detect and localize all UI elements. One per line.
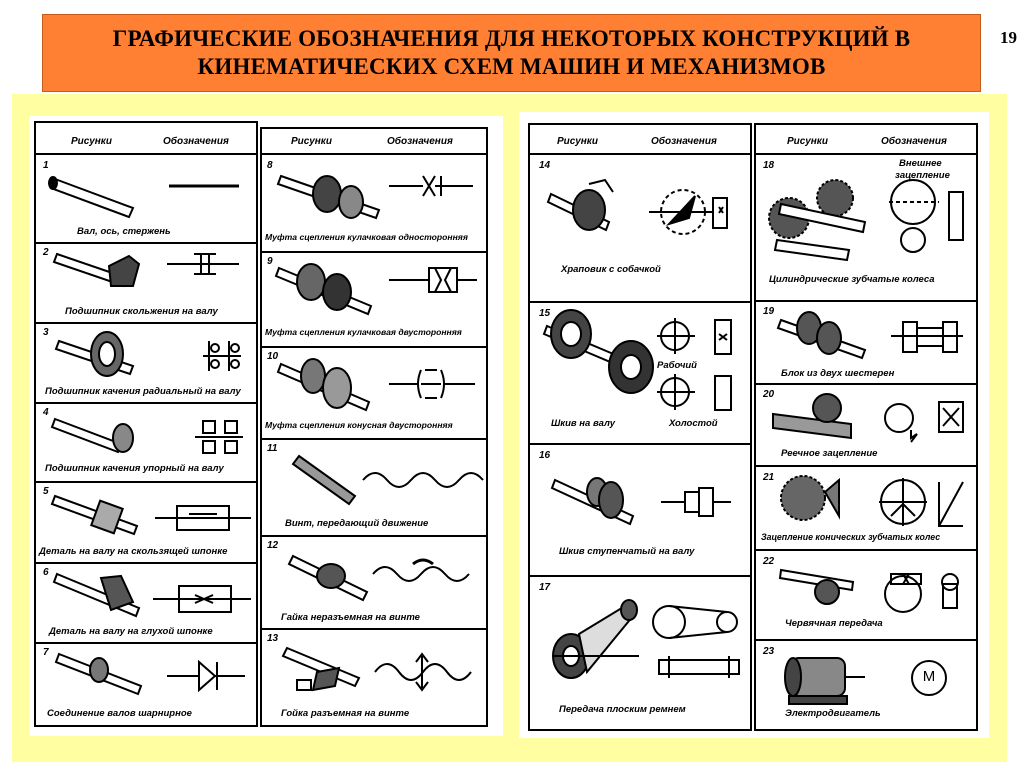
item-number-20: 20: [763, 389, 775, 400]
electric-motor-drawing: [784, 657, 947, 705]
ratchet-drawing: [546, 178, 728, 235]
item-number-10: 10: [267, 351, 279, 362]
note-idle: Холостой: [669, 418, 718, 429]
right-col1-frame: [528, 123, 752, 731]
item-label-19: Блок из двух шестерен: [781, 368, 895, 379]
shaft-drawing: [48, 176, 239, 219]
right-sheet: Рисунки Обозначения Рисунки Обозначения …: [519, 112, 989, 738]
item-number-17: 17: [539, 582, 551, 593]
item-label-18: Цилиндрические зубчатые колеса: [769, 274, 935, 285]
item-number-13: 13: [267, 633, 279, 644]
item-label-7: Соединение валов шарнирное: [47, 708, 192, 719]
item-label-14: Храповик с собачкой: [561, 264, 661, 275]
item-number-4: 4: [43, 407, 49, 418]
col3-header-pictures: Рисунки: [557, 136, 598, 147]
right-sheet-drawing: [528, 123, 978, 731]
hinge-joint-drawing: [54, 652, 245, 696]
item-label-10: Муфта сцепления конусная двусторонняя: [265, 420, 453, 430]
item-number-2: 2: [43, 247, 49, 258]
cam-clutch-two-sided-drawing: [274, 263, 477, 316]
item-label-16: Шкив ступенчатый на валу: [559, 546, 695, 557]
title-banner: ГРАФИЧЕСКИЕ ОБОЗНАЧЕНИЯ ДЛЯ НЕКОТОРЫХ КО…: [42, 14, 981, 92]
item-number-3: 3: [43, 327, 49, 338]
item-number-12: 12: [267, 540, 279, 551]
rack-pinion-drawing: [772, 393, 964, 443]
item-label-8: Муфта сцепления кулачковая односторонняя: [265, 232, 468, 242]
item-label-23: Электродвигатель: [785, 708, 881, 719]
col4-header-pictures: Рисунки: [787, 136, 828, 147]
solid-nut-drawing: [287, 554, 470, 602]
worm-gear-drawing: [778, 568, 959, 613]
item-number-9: 9: [267, 256, 273, 267]
item-number-14: 14: [539, 160, 551, 171]
item-number-1: 1: [43, 160, 49, 171]
item-label-13: Гойка разъемная на винте: [281, 708, 410, 719]
item-label-12: Гайка неразъемная на винте: [281, 612, 420, 623]
item-number-22: 22: [763, 556, 775, 567]
col3-header-symbols: Обозначения: [651, 136, 717, 147]
note-working: Рабочий: [657, 360, 697, 371]
item-number-7: 7: [43, 647, 49, 658]
stepped-pulley-drawing: [550, 477, 731, 526]
col1-header-symbols: Обозначения: [163, 136, 229, 147]
item-label-1: Вал, ось, стержень: [77, 226, 171, 237]
item-label-11: Винт, передающий движение: [285, 518, 429, 529]
item-label-22: Червячная передача: [785, 618, 883, 629]
left-sheet-drawing: [34, 121, 488, 727]
col4-header-symbols: Обозначения: [881, 136, 947, 147]
item-number-23: 23: [763, 646, 775, 657]
col2-header-symbols: Обозначения: [387, 136, 453, 147]
bevel-gears-drawing: [780, 475, 964, 527]
flat-belt-drawing: [552, 599, 740, 679]
item-label-15: Шкив на валу: [551, 418, 616, 429]
item-label-5: Деталь на валу на скользящей шпонке: [39, 546, 228, 557]
right-col2-frame: [754, 123, 978, 731]
lead-screw-drawing: [291, 454, 484, 506]
item-label-9: Муфта сцепления кулачковая двусторонняя: [265, 327, 462, 337]
item-number-11: 11: [267, 443, 278, 454]
item-number-6: 6: [43, 567, 49, 578]
item-number-5: 5: [43, 486, 49, 497]
yellow-board: Рисунки Обозначения Рисунки Обозначения …: [12, 94, 1007, 762]
cam-clutch-one-sided-drawing: [276, 174, 473, 220]
item-label-6: Деталь на валу на глухой шпонке: [49, 626, 213, 637]
item-number-16: 16: [539, 450, 551, 461]
gear-block-drawing: [776, 311, 963, 360]
radial-bearing-drawing: [54, 331, 241, 377]
item-label-20: Реечное зацепление: [781, 448, 878, 459]
col2-header-pictures: Рисунки: [291, 136, 332, 147]
left-col1-frame: [34, 121, 258, 727]
left-sheet: Рисунки Обозначения Рисунки Обозначения …: [29, 116, 503, 736]
motor-symbol-letter: М: [922, 668, 936, 685]
item-number-18: 18: [763, 160, 775, 171]
cone-clutch-drawing: [276, 358, 475, 412]
title-line-2: КИНЕМАТИЧЕСКИХ СХЕМ МАШИН И МЕХАНИЗМОВ: [197, 54, 826, 79]
split-nut-drawing: [281, 646, 472, 692]
item-number-19: 19: [763, 306, 775, 317]
thrust-bearing-drawing: [50, 417, 243, 454]
pulley-drawing: [542, 309, 732, 411]
item-label-2: Подшипник скольжения на валу: [65, 306, 218, 317]
left-col2-frame: [260, 127, 488, 727]
col1-header-pictures: Рисунки: [71, 136, 112, 147]
spur-gears-drawing: [768, 179, 964, 262]
item-label-21: Зацепление конических зубчатых колес: [761, 532, 941, 542]
note-external-1: Внешнее: [899, 158, 942, 169]
page-number: 19: [1000, 28, 1017, 47]
sliding-key-drawing: [50, 494, 251, 536]
slide-bearing-drawing: [52, 252, 239, 288]
note-external-2: зацепление: [895, 170, 950, 181]
item-number-8: 8: [267, 160, 273, 171]
item-number-15: 15: [539, 308, 551, 319]
item-label-4: Подшипник качения упорный на валу: [45, 463, 224, 474]
fixed-key-drawing: [52, 572, 251, 618]
item-label-17: Передача плоским ремнем: [559, 704, 686, 715]
item-label-3: Подшипник качения радиальный на валу: [45, 386, 241, 397]
title-line-1: ГРАФИЧЕСКИЕ ОБОЗНАЧЕНИЯ ДЛЯ НЕКОТОРЫХ КО…: [112, 26, 911, 51]
item-number-21: 21: [763, 472, 775, 483]
